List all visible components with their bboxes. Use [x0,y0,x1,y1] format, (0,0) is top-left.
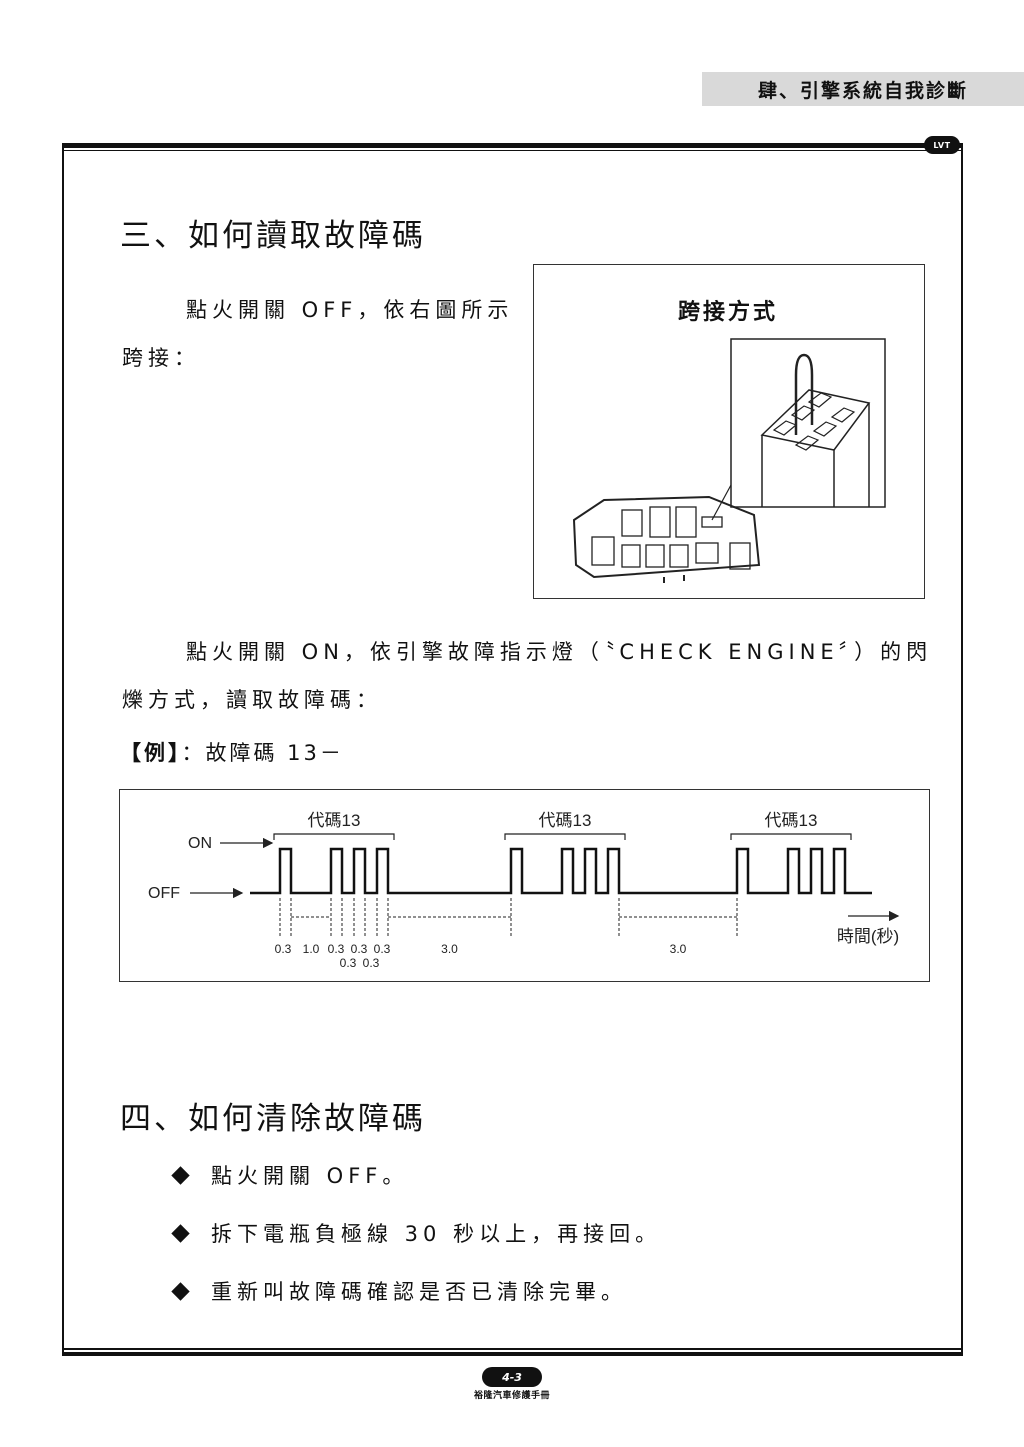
list-item-text: 拆下電瓶負極線 30 秒以上，再接回。 [211,1222,662,1246]
frame-left [62,143,64,1353]
footer-company: 裕隆汽車修護手冊 [473,1391,550,1401]
diamond-bullet-icon [171,1281,190,1301]
page-number: 4-3 [482,1367,542,1387]
list-item: 拆下電瓶負極線 30 秒以上，再接回。 [170,1218,661,1248]
duration-label: 1.0 [303,942,320,956]
duration-label: 0.3 [340,956,357,970]
diamond-bullet-icon [171,1223,190,1243]
code-label: 代碼13 [765,811,818,830]
section-title-clear-codes: 四、如何清除故障碼 [120,1101,426,1137]
connector-illustration [572,338,886,583]
example-bracket: 【例】 [120,741,182,765]
diamond-bullet-icon [171,1165,190,1185]
duration-label: 0.3 [275,942,292,956]
code-bracket [504,833,626,840]
list-item: 點火開關 OFF。 [170,1160,408,1190]
signal-level-label: OFF [148,885,180,902]
list-item-text: 重新叫故障碼確認是否已清除完畢。 [211,1280,627,1304]
code-bracket [730,833,852,840]
x-axis-label: 時間(秒) [837,927,899,946]
example-line: 【例】：故障碼 13－ [120,737,344,767]
code-label: 代碼13 [308,811,361,830]
duration-label: 0.3 [351,942,368,956]
top-rule-thin [62,150,962,151]
waveform-series-line [250,847,872,895]
figure-title: 跨接方式 [677,300,778,325]
jumper-figure [533,264,925,599]
code-bracket [273,833,395,840]
brand-logo: LVT [924,136,960,154]
duration-label: 3.0 [441,942,458,956]
duration-label: 0.3 [374,942,391,956]
list-item: 重新叫故障碼確認是否已清除完畢。 [170,1276,627,1306]
bottom-rule-thick [62,1352,963,1356]
instruction-jumper: 點火開關 OFF，依右圖所示跨接： [122,298,514,370]
top-rule [62,143,962,148]
duration-label: 3.0 [670,942,687,956]
list-item-text: 點火開關 OFF。 [211,1164,409,1188]
duration-label: 0.3 [363,956,380,970]
code-label: 代碼13 [539,811,592,830]
bottom-rule [62,1348,963,1350]
section-title-read-codes: 三、如何讀取故障碼 [120,218,426,254]
instruction-read-flash: 點火開關 ON，依引擎故障指示燈（〝CHECK ENGINE〞）的閃爍方式，讀取… [122,640,933,712]
frame-right [961,143,963,1353]
example-text: ：故障碼 13－ [181,741,344,765]
chapter-header: 肆、引擎系統自我診斷 [702,72,1024,106]
signal-level-label: ON [188,835,212,852]
duration-label: 0.3 [328,942,345,956]
